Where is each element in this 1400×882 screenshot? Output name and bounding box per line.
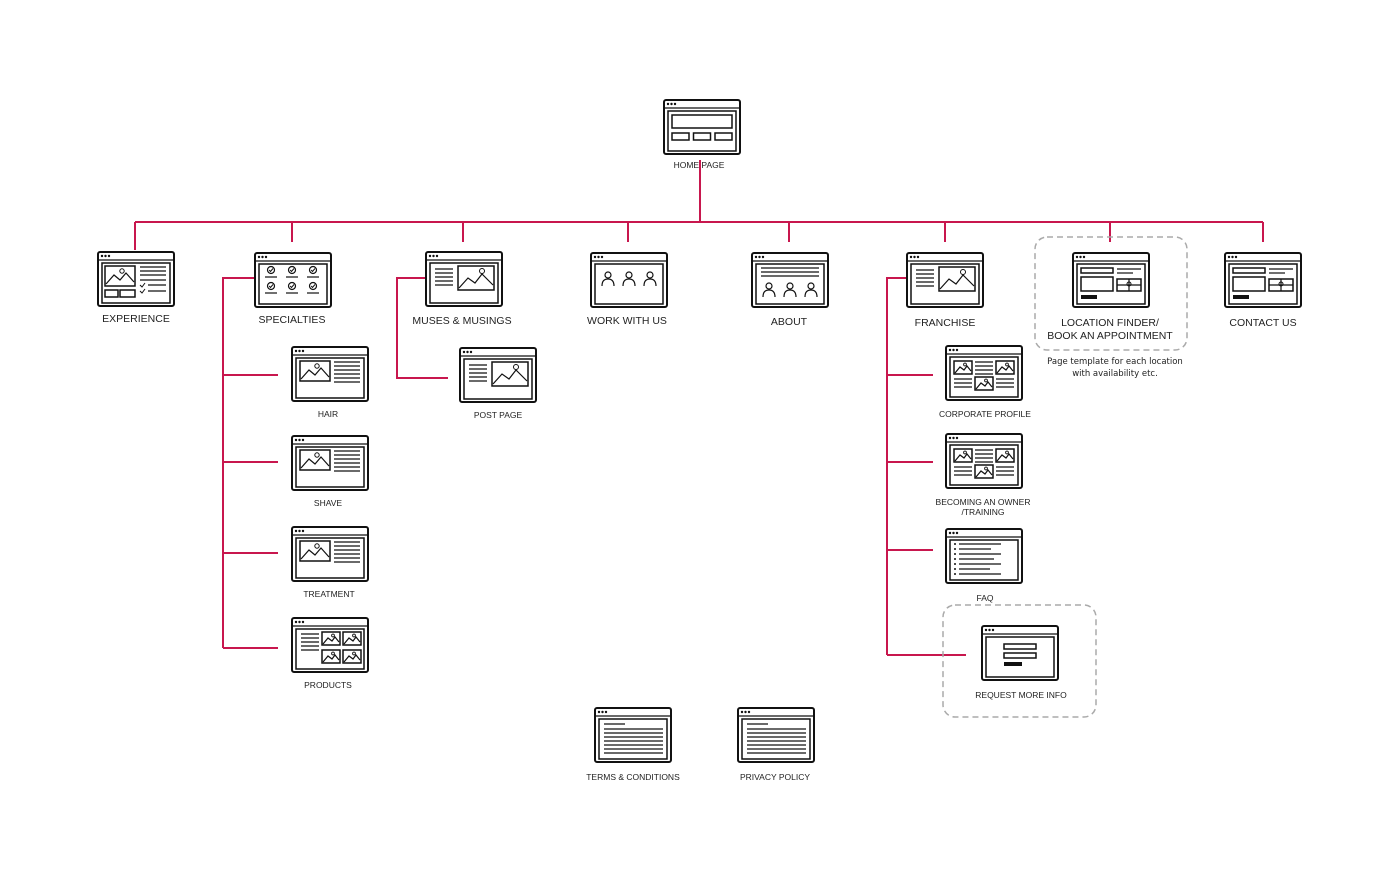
- text-document-wireframe-icon: [595, 708, 671, 762]
- post-label: POST PAGE: [474, 410, 523, 420]
- check-grid-wireframe-icon: [254, 252, 332, 308]
- image-checklist-wireframe-icon: [97, 251, 175, 307]
- faq-node[interactable]: FAQ: [945, 528, 1023, 603]
- text-document-wireframe-icon: [738, 708, 814, 762]
- request-node[interactable]: REQUEST MORE INFO: [975, 625, 1067, 700]
- text-image-wireframe-icon: [426, 252, 502, 306]
- form-wireframe-icon: [981, 625, 1059, 681]
- connector-lines: [134, 160, 1264, 656]
- faq-label: FAQ: [976, 593, 993, 603]
- owner-label-line1: BECOMING AN OWNER: [936, 497, 1031, 507]
- shave-node[interactable]: SHAVE: [292, 436, 368, 508]
- treatment-node[interactable]: TREATMENT: [292, 527, 368, 599]
- home-wireframe-icon: [663, 99, 741, 155]
- home-node[interactable]: HOME PAGE: [663, 99, 741, 170]
- franchise-node[interactable]: FRANCHISE: [907, 253, 983, 329]
- request-dashed-outline: [942, 604, 1097, 718]
- treatment-label: TREATMENT: [303, 589, 354, 599]
- about-node[interactable]: ABOUT: [751, 252, 829, 328]
- hair-label: HAIR: [318, 409, 338, 419]
- owner-label-line2: /TRAINING: [962, 507, 1005, 517]
- people-wireframe-icon: [590, 252, 668, 308]
- owner-node[interactable]: BECOMING AN OWNER /TRAINING: [936, 434, 1031, 517]
- image-text-wireframe-icon: [292, 527, 368, 581]
- terms-label: TERMS & CONDITIONS: [586, 772, 680, 782]
- about-label: ABOUT: [771, 316, 808, 328]
- muses-node[interactable]: MUSES & MUSINGS: [412, 252, 512, 327]
- location-node[interactable]: LOCATION FINDER/ BOOK AN APPOINTMENT Pag…: [1047, 253, 1183, 379]
- contact-label: CONTACT US: [1229, 317, 1296, 329]
- corporate-label: CORPORATE PROFILE: [939, 409, 1031, 419]
- bullet-list-wireframe-icon: [945, 528, 1023, 584]
- terms-node[interactable]: TERMS & CONDITIONS: [586, 708, 680, 782]
- specialties-node[interactable]: SPECIALTIES: [254, 252, 332, 326]
- image-text-wireframe-icon: [292, 436, 368, 490]
- experience-node[interactable]: EXPERIENCE: [97, 251, 175, 325]
- specialties-label: SPECIALTIES: [259, 314, 326, 326]
- location-note-line1: Page template for each location: [1047, 357, 1183, 367]
- muses-label: MUSES & MUSINGS: [412, 315, 511, 327]
- text-image-wireframe-icon: [460, 348, 536, 402]
- location-label-line2: BOOK AN APPOINTMENT: [1047, 330, 1173, 342]
- image-grid-wireframe-icon: [946, 346, 1022, 400]
- image-text-wireframe-icon: [292, 347, 368, 401]
- text-people-wireframe-icon: [751, 252, 829, 308]
- request-label: REQUEST MORE INFO: [975, 690, 1067, 700]
- post-node[interactable]: POST PAGE: [460, 348, 536, 420]
- privacy-node[interactable]: PRIVACY POLICY: [738, 708, 814, 782]
- products-node[interactable]: PRODUCTS: [292, 618, 368, 690]
- text-image-wireframe-icon: [907, 253, 983, 307]
- form-map-wireframe-icon: [1073, 253, 1149, 307]
- image-grid-wireframe-icon: [946, 434, 1022, 488]
- work-label: WORK WITH US: [587, 315, 667, 327]
- text-gallery-wireframe-icon: [292, 618, 368, 672]
- location-dashed-outline: [1034, 236, 1188, 351]
- experience-label: EXPERIENCE: [102, 313, 170, 325]
- form-map-wireframe-icon: [1225, 253, 1301, 307]
- location-label-line1: LOCATION FINDER/: [1061, 317, 1159, 329]
- contact-node[interactable]: CONTACT US: [1225, 253, 1301, 329]
- franchise-label: FRANCHISE: [915, 317, 976, 329]
- privacy-label: PRIVACY POLICY: [740, 772, 810, 782]
- corporate-node[interactable]: CORPORATE PROFILE: [939, 346, 1031, 419]
- work-node[interactable]: WORK WITH US: [587, 252, 668, 327]
- location-note-line2: with availability etc.: [1072, 369, 1158, 379]
- products-label: PRODUCTS: [304, 680, 352, 690]
- home-label: HOME PAGE: [674, 160, 725, 170]
- hair-node[interactable]: HAIR: [292, 347, 368, 419]
- shave-label: SHAVE: [314, 498, 343, 508]
